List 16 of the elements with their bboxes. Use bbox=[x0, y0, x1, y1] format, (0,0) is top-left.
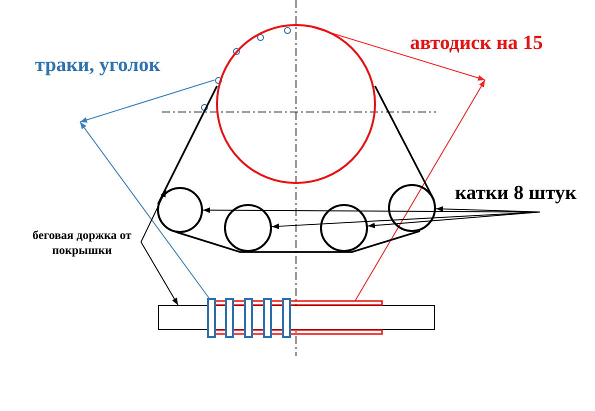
track-plate bbox=[207, 298, 216, 338]
track-plate bbox=[263, 298, 272, 338]
leader-line bbox=[436, 206, 540, 212]
track-plate bbox=[225, 298, 234, 338]
track-plate bbox=[282, 298, 291, 338]
rim-outline bbox=[215, 300, 383, 335]
leader-line bbox=[140, 242, 178, 306]
leader-line bbox=[140, 190, 166, 242]
callout-text: автодиск на 15 bbox=[410, 31, 544, 56]
track-plate bbox=[244, 298, 253, 338]
leader-line bbox=[80, 80, 215, 123]
track-belt bbox=[157, 85, 435, 253]
callout-text: катки 8 штук bbox=[455, 181, 578, 206]
callout-text: траки, уголок bbox=[35, 53, 162, 78]
leader-line bbox=[354, 80, 486, 302]
callout-text: беговая доржка от покрышки bbox=[32, 228, 132, 258]
